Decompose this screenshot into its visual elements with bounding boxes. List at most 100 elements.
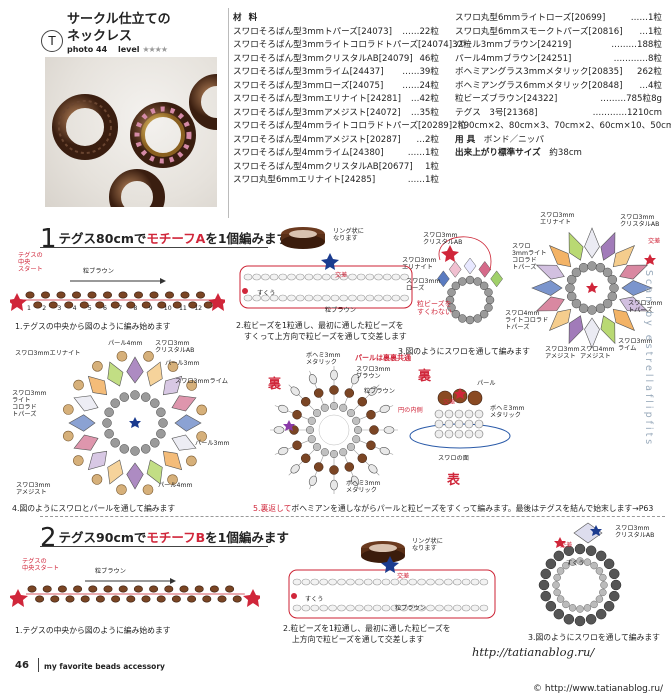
- s2-star-right: [243, 589, 260, 607]
- blog-url: http://tatianablog.ru/: [472, 645, 595, 659]
- s1-step6-diagram: [409, 388, 511, 449]
- s2-caption-1: 1.テグスの中央から図のように編み始めます: [15, 626, 171, 635]
- d4-label-7: パール3mm: [195, 440, 230, 447]
- s2-ring-diagram: [288, 556, 496, 619]
- section2-pre: テグス90cmで: [58, 530, 147, 545]
- d6-swaro: スワロの面: [438, 455, 469, 462]
- s1-caption-2b: すくって上方向で粒ビーズを通して交差します: [244, 332, 407, 341]
- material-row: スワロそろばん型3mmエリナイト[24281] …42粒: [233, 93, 439, 107]
- s1-bead2-label: 粒ブラウン: [325, 307, 356, 314]
- d3-label-1: スワロ3mm クリスタルAB: [423, 232, 463, 246]
- materials-list-2: スワロ丸型6mmライトローズ[20699] ……1粒スワロ丸型6mmスモークトパー…: [455, 12, 662, 120]
- material-name: スワロ丸型6mmライトローズ[20699]: [455, 13, 606, 23]
- necklace-photo-svg: [52, 74, 217, 207]
- material-name: ボヘミアングラス6mmメタリック[20848]: [455, 80, 623, 91]
- s2-ring-label: リング状に なります: [412, 538, 443, 552]
- s1-caption-5-red: 5.裏返して: [253, 504, 292, 513]
- title-line-2: ネックレス: [67, 29, 133, 44]
- chain-tick: 8: [133, 305, 138, 312]
- d5-label-3: 粒ブラウン: [364, 388, 395, 395]
- materials-tools: 用 具 ボンド／ニッパ: [455, 134, 662, 148]
- material-name: スワロ丸型6mmスモークトパーズ[20816]: [455, 26, 623, 37]
- chain-tick: 5: [87, 305, 92, 312]
- material-qty: ……24粒: [402, 80, 439, 91]
- bead-ring-center: [130, 102, 196, 168]
- section2-rule: [40, 546, 268, 547]
- d3b-cross-label: 交差: [648, 238, 661, 245]
- material-row: パール4mmブラウン[24251]…………8粒: [455, 53, 662, 67]
- s2-start-label: テグスの 中央スタート: [22, 558, 60, 572]
- s1-bead-label: 粒ブラウン: [83, 268, 114, 275]
- material-row: スワロそろばん型4mmライム[24380]……1粒: [233, 147, 439, 161]
- section2-motif: モチーフB: [146, 530, 206, 545]
- material-row: スワロそろばん型3mmローズ[24075]……24粒: [233, 80, 439, 94]
- material-row: スワロそろばん型4mmクリスタルAB[20677]1粒: [233, 161, 439, 175]
- d4-label-6: スワロ3mm ライト コロラド トパーズ: [12, 390, 47, 418]
- material-qty: ………785粒8g: [600, 94, 662, 104]
- d3-label-2: スワロ3mm エリナイト: [402, 257, 437, 271]
- footer-rule: [38, 658, 39, 672]
- chain-tick: 10: [163, 305, 172, 312]
- bead-ring-lower: [109, 169, 165, 207]
- material-name: スワロそろばん型3mmライム[24437]: [233, 67, 384, 77]
- level-label: level: [117, 45, 140, 54]
- chain-tick: 2: [42, 305, 47, 312]
- s2-star-left: [10, 589, 28, 607]
- bead-ring-right: [189, 74, 217, 130]
- s2-bead-label: 粒ブラウン: [95, 568, 126, 575]
- material-name: スワロそろばん型3mmライトコロラドトパーズ[24074]: [233, 40, 453, 50]
- d3b-label-6: スワロ4mm アメジスト: [580, 346, 615, 360]
- d6-inner: 円の内側: [398, 407, 423, 414]
- material-qty: 32粒: [452, 40, 472, 50]
- s1-step5-diagram: [270, 366, 398, 494]
- s1-caption-5: 5.裏返してボヘミアンを通しながらパールと粒ビーズをすくって編みます。最後はテグ…: [253, 503, 653, 514]
- s2-d3-label: スワロ3mm クリスタルAB: [615, 525, 655, 539]
- s1-caption-1: 1.テグスの中央から図のように編み始めます: [15, 322, 171, 331]
- material-row: スワロそろばん型4mmライトコロラドトパーズ[20289]2粒: [233, 120, 466, 134]
- s1-flower-diagram: [531, 227, 656, 349]
- material-name: スワロそろばん型3mmトパーズ[24073]: [233, 26, 392, 37]
- material-qty: ……1粒: [630, 13, 662, 23]
- material-name: 粒ビーズブラウン[24322]: [455, 94, 558, 104]
- chain-tick: 3: [57, 305, 62, 312]
- d4-label-5: スワロ3mmライム: [175, 378, 228, 385]
- book-name: my favorite beads accessory: [44, 662, 165, 671]
- material-row: パール3mmブラウン[24219]………188粒: [455, 39, 662, 53]
- material-row: スワロ丸型6mmエリナイト[24285]……1粒: [233, 174, 439, 188]
- d6-ura: 裏: [418, 369, 432, 384]
- s1-cross-label: 交差: [335, 272, 348, 279]
- necklace-photo: [45, 57, 217, 207]
- material-name: ボヘミアングラス3mmメタリック[20835]: [455, 67, 623, 77]
- s1-chain-diagram: [10, 278, 225, 311]
- material-row: 粒ビーズブラウン[24322] ………785粒8g: [455, 93, 662, 107]
- section1-motif: モチーフA: [146, 231, 206, 246]
- d5-label-1: ボヘミ3mm メタリック: [306, 352, 341, 366]
- s2-sukuu-label: すくう: [305, 596, 324, 603]
- material-row: ボヘミアングラス6mmメタリック[20848]…4粒: [455, 80, 662, 94]
- section1-number: 1: [40, 224, 57, 254]
- s2-d3-sukuu: すくう: [566, 560, 585, 567]
- materials-cut: （90cm×2、80cm×3、70cm×2、60cm×10、50cm）: [455, 121, 671, 131]
- material-qty: …………8粒: [613, 53, 662, 64]
- s1-caption-3: 3.図のようにスワロを通して編みます: [398, 347, 530, 356]
- material-qty: …42粒: [410, 94, 439, 104]
- chain-tick: 6: [103, 305, 107, 312]
- section1-pre: テグス80cmで: [58, 231, 147, 246]
- material-qty: ………188粒: [611, 40, 662, 50]
- material-qty: ……22粒: [402, 26, 439, 37]
- s1-caption-5-text: ボヘミアンを通しながらパールと粒ビーズをすくって編みます。最後はテグスを結んで始…: [291, 504, 654, 513]
- chain-tick: 7: [118, 305, 123, 312]
- d4-label-9: パール4mm: [158, 482, 193, 489]
- material-qty: …1粒: [639, 26, 662, 37]
- s2-chain-diagram: [10, 578, 260, 607]
- material-row: スワロ丸型6mmライトローズ[20699] ……1粒: [455, 12, 662, 26]
- material-qty: 46粒: [419, 53, 439, 64]
- material-name: スワロそろばん型3mmエリナイト[24281]: [233, 94, 401, 104]
- materials-list-1: スワロそろばん型3mmトパーズ[24073] ……22粒スワロそろばん型3mmライ…: [233, 26, 472, 188]
- material-name: スワロそろばん型3mmアメジスト[24072]: [233, 107, 401, 118]
- d4-label-4: パール3mm: [165, 360, 200, 367]
- d6-pearl: パール: [477, 380, 496, 387]
- d4-label-8: スワロ3mm アメジスト: [16, 482, 51, 496]
- material-qty: 1粒: [424, 161, 439, 172]
- material-qty: ……1粒: [407, 175, 439, 185]
